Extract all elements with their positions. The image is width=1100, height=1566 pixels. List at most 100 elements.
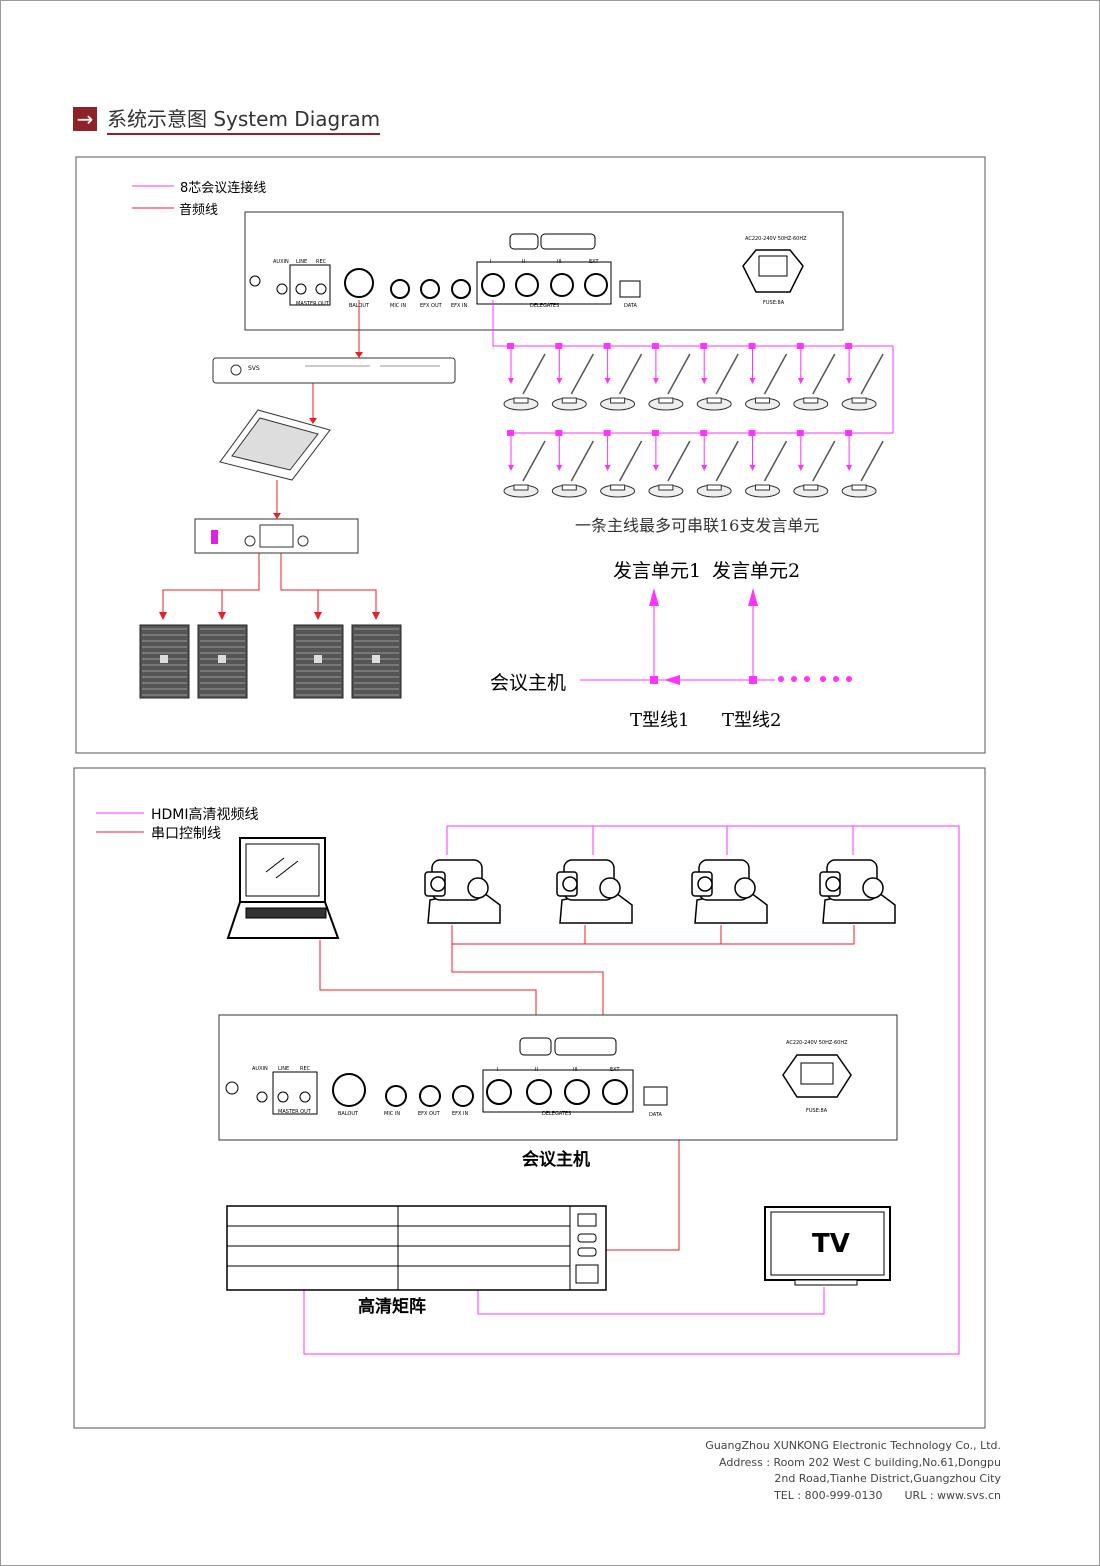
address-line-2: 2nd Road,Tianhe District,Guangzhou City <box>774 1472 1001 1485</box>
panel-conference <box>75 156 986 754</box>
legend-label-serial: 串口控制线 <box>151 826 221 842</box>
tv: TV <box>764 1206 891 1286</box>
ptz-cameras <box>424 859 896 924</box>
delegate-unit <box>600 343 643 411</box>
svg-text:BALOUT: BALOUT <box>338 1111 359 1117</box>
unit-2-label: 发言单元2 <box>712 560 800 582</box>
section-title-text: 系统示意图 System Diagram <box>107 103 381 135</box>
tv-label: TV <box>812 1229 850 1259</box>
audio-arrowheads <box>159 352 380 620</box>
audio-processor: SVS <box>212 357 456 384</box>
svg-text:MIC IN: MIC IN <box>390 303 406 309</box>
svg-text:AC220-240V 50HZ-60HZ: AC220-240V 50HZ-60HZ <box>786 1040 848 1046</box>
svg-text:MIC IN: MIC IN <box>384 1111 400 1117</box>
panel-video <box>73 767 986 1429</box>
company-name: GuangZhou XUNKONG Electronic Technology … <box>705 1439 1001 1452</box>
svg-text:LINE: LINE <box>278 1066 289 1072</box>
telephone: TEL : 800-999-0130 <box>774 1488 883 1502</box>
svg-text:LINE: LINE <box>296 259 307 265</box>
svg-text:EXT: EXT <box>589 259 599 265</box>
svg-text:EFX OUT: EFX OUT <box>418 1111 441 1117</box>
delegate-unit <box>503 430 546 498</box>
xlr-connector-icon <box>344 268 374 298</box>
address-line-1: Address : Room 202 West C building,No.61… <box>719 1455 1001 1469</box>
matrix-label: 高清矩阵 <box>358 1296 426 1317</box>
svg-text:III: III <box>573 1067 577 1073</box>
svg-text:EFX IN: EFX IN <box>452 1111 469 1117</box>
svg-text:EFX IN: EFX IN <box>451 303 468 309</box>
footer: GuangZhou XUNKONG Electronic Technology … <box>705 1438 1001 1504</box>
delegate-unit <box>745 343 788 411</box>
audio-mixer <box>219 409 331 481</box>
svg-text:I: I <box>490 259 491 265</box>
delegate-unit <box>648 430 691 498</box>
svg-text:EXT: EXT <box>610 1067 620 1073</box>
delegate-unit <box>841 343 884 411</box>
svg-text:AUXIN: AUXIN <box>273 259 289 265</box>
svg-text:EFX OUT: EFX OUT <box>420 303 443 309</box>
laptop <box>226 837 340 939</box>
delegate-unit <box>551 430 594 498</box>
svg-text:DATA: DATA <box>624 303 637 309</box>
website-url[interactable]: URL : www.svs.cn <box>904 1488 1002 1502</box>
speakers <box>139 624 402 699</box>
bus-note: 一条主线最多可串联16支发言单元 <box>575 516 819 535</box>
ptz-camera <box>424 859 501 924</box>
host-label: 会议主机 <box>490 672 566 694</box>
legend-label-hdmi: HDMI高清视频线 <box>151 806 259 823</box>
delegate-unit <box>648 343 691 411</box>
conference-host-rear-panel-2: AUXIN LINE REC MASTER OUT BALOUT MIC IN EF… <box>218 1014 898 1141</box>
svg-text:II: II <box>522 259 525 265</box>
speaker <box>139 624 190 699</box>
svg-text:AUXIN: AUXIN <box>252 1066 268 1072</box>
svg-text:DELEGATES: DELEGATES <box>542 1111 571 1117</box>
t-line-2-label: T型线2 <box>722 710 781 731</box>
ptz-camera <box>691 859 768 924</box>
unit-1-label: 发言单元1 <box>613 560 701 582</box>
svg-text:REC: REC <box>300 1066 311 1072</box>
svg-text:SVS: SVS <box>248 365 260 372</box>
speaker <box>197 624 248 699</box>
svg-text:REC: REC <box>316 259 327 265</box>
arrow-right-icon: → <box>73 107 97 131</box>
delegate-unit <box>503 343 546 411</box>
t-topology: 发言单元1 发言单元2 会议主机 T型线1 T型线2 <box>490 560 852 731</box>
delegate-unit <box>793 343 836 411</box>
speaker <box>351 624 402 699</box>
svg-text:I: I <box>497 1067 498 1073</box>
legend-label-conference: 8芯会议连接线 <box>180 180 266 196</box>
power-socket-icon <box>742 249 804 293</box>
host-label-2: 会议主机 <box>522 1149 590 1170</box>
delegate-unit <box>793 430 836 498</box>
hd-matrix <box>226 1205 607 1291</box>
ptz-camera <box>556 859 633 924</box>
svg-text:DATA: DATA <box>649 1112 662 1118</box>
svg-text:FUSE:8A: FUSE:8A <box>763 300 785 306</box>
delegate-unit <box>696 343 739 411</box>
svg-text:AC220-240V 50HZ-60HZ: AC220-240V 50HZ-60HZ <box>745 236 807 242</box>
power-amplifier <box>194 518 359 554</box>
speaker <box>293 624 344 699</box>
rj45-port-icon <box>619 280 641 298</box>
svg-text:MASTER OUT: MASTER OUT <box>278 1109 312 1115</box>
svg-text:DELEGATES: DELEGATES <box>530 303 559 309</box>
delegate-unit <box>745 430 788 498</box>
audio-lines <box>162 300 377 614</box>
t-line-1-label: T型线1 <box>630 710 689 731</box>
section-title: → 系统示意图 System Diagram <box>73 103 381 135</box>
delegate-units <box>492 300 894 498</box>
ground-screw-icon <box>249 275 261 287</box>
delegate-unit <box>600 430 643 498</box>
legend-label-audio: 音频线 <box>179 202 218 218</box>
conference-host-rear-panel: AUXIN LINE REC MASTER OUT BALOUT MIC IN … <box>244 211 844 331</box>
ptz-camera <box>819 859 896 924</box>
svg-text:FUSE:8A: FUSE:8A <box>806 1108 828 1114</box>
svg-text:III: III <box>557 259 561 265</box>
svg-text:BALOUT: BALOUT <box>349 303 370 309</box>
svg-text:MASTER OUT: MASTER OUT <box>296 301 330 307</box>
delegate-unit <box>551 343 594 411</box>
hdmi-lines <box>303 825 960 1355</box>
delegate-unit <box>696 430 739 498</box>
delegate-unit <box>841 430 884 498</box>
